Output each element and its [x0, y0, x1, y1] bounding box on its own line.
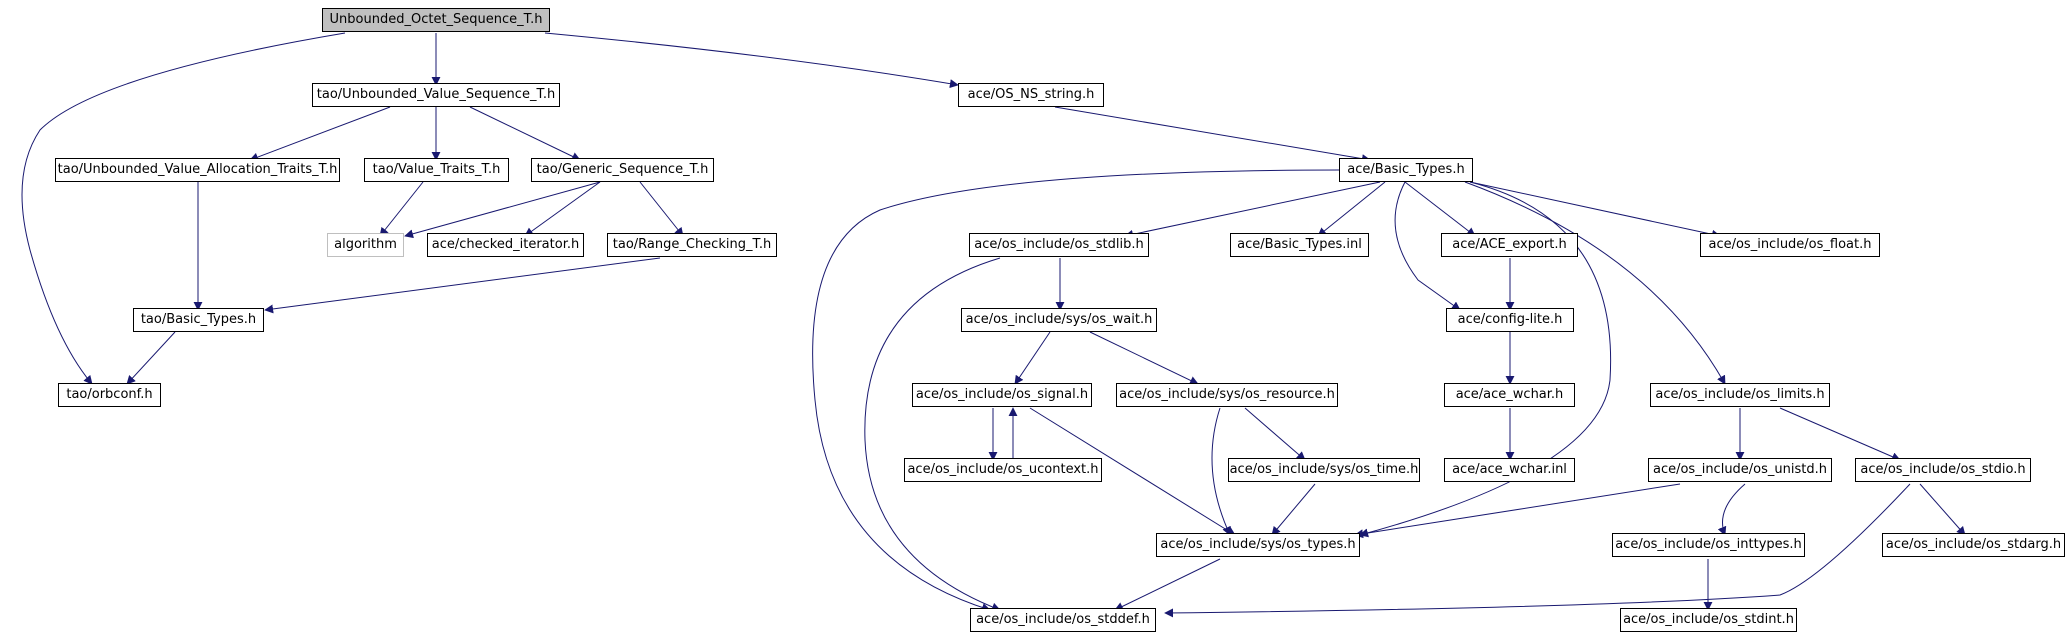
- node-ace-os-types[interactable]: ace/os_include/sys/os_types.h: [1156, 533, 1360, 557]
- edge-basic-types-to-os-stdlib: [1124, 181, 1381, 239]
- node-ace-os-stdlib[interactable]: ace/os_include/os_stdlib.h: [969, 233, 1149, 257]
- edge-root-to-orbconf: [21, 32, 346, 385]
- edge-os-types-to-os-stddef: [1114, 558, 1221, 611]
- edge-os-unistd-to-os-inttypes: [1717, 483, 1746, 536]
- node-ace-os-stdio[interactable]: ace/os_include/os_stdio.h: [1855, 458, 2031, 482]
- edge-basic-types-to-basic-types-inl: [1317, 181, 1386, 237]
- node-ace-os-stdint[interactable]: ace/os_include/os_stdint.h: [1620, 608, 1797, 632]
- edge-os-stdio-to-os-stddef: [1164, 483, 1911, 618]
- edge-range-checking-to-tao-basic-types: [264, 257, 661, 314]
- edge-basic-types-to-ace-export: [1404, 181, 1476, 237]
- edge-uvs-to-generic-sequence: [469, 106, 581, 161]
- node-ace-os-ucontext[interactable]: ace/os_include/os_ucontext.h: [904, 458, 1102, 482]
- edge-os-resource-to-os-types: [1211, 407, 1231, 536]
- edge-os-wait-to-os-signal: [1014, 331, 1051, 385]
- node-tao-generic-sequence[interactable]: tao/Generic_Sequence_T.h: [531, 158, 714, 182]
- node-tao-value-traits[interactable]: tao/Value_Traits_T.h: [364, 158, 509, 182]
- node-tao-range-checking[interactable]: tao/Range_Checking_T.h: [607, 233, 777, 257]
- edge-root-to-os-ns-string: [544, 32, 959, 89]
- edge-os-unistd-to-os-types: [1354, 483, 1681, 539]
- node-ace-os-inttypes[interactable]: ace/os_include/os_inttypes.h: [1612, 533, 1805, 557]
- node-tao-orbconf[interactable]: tao/orbconf.h: [58, 383, 161, 407]
- edge-os-limits-to-os-stdio: [1779, 407, 1901, 461]
- node-ace-os-stddef[interactable]: ace/os_include/os_stddef.h: [970, 608, 1156, 632]
- edge-os-resource-to-os-time: [1244, 407, 1306, 461]
- node-ace-ace-export[interactable]: ace/ACE_export.h: [1441, 233, 1578, 257]
- node-algorithm[interactable]: algorithm: [327, 233, 404, 257]
- edge-os-stdlib-to-os-stddef: [864, 257, 1001, 612]
- node-ace-basic-types-h[interactable]: ace/Basic_Types.h: [1339, 158, 1473, 182]
- edge-os-wait-to-os-resource: [1089, 331, 1199, 385]
- edge-basic-types-to-os-stddef: [812, 169, 1341, 612]
- node-ace-os-resource[interactable]: ace/os_include/sys/os_resource.h: [1116, 383, 1338, 407]
- edge-value-traits-to-algorithm: [379, 181, 424, 237]
- edge-os-time-to-os-types: [1271, 483, 1316, 536]
- node-ace-os-float[interactable]: ace/os_include/os_float.h: [1700, 233, 1880, 257]
- node-ace-ace-wchar-inl[interactable]: ace/ace_wchar.inl: [1444, 458, 1575, 482]
- edge-generic-sequence-to-range-checking: [639, 181, 684, 237]
- edge-os-signal-to-os-types: [1029, 407, 1236, 536]
- node-ace-basic-types-inl[interactable]: ace/Basic_Types.inl: [1230, 233, 1369, 257]
- node-ace-os-time[interactable]: ace/os_include/sys/os_time.h: [1228, 458, 1420, 482]
- node-ace-os-wait[interactable]: ace/os_include/sys/os_wait.h: [961, 308, 1157, 332]
- node-ace-checked-iterator[interactable]: ace/checked_iterator.h: [427, 233, 584, 257]
- edge-basic-types-to-os-float: [1469, 181, 1721, 239]
- node-ace-ace-wchar-h[interactable]: ace/ace_wchar.h: [1444, 383, 1575, 407]
- node-ace-os-ns-string[interactable]: ace/OS_NS_string.h: [958, 83, 1104, 107]
- edge-uvs-to-allocation-traits: [249, 106, 391, 162]
- node-ace-os-unistd[interactable]: ace/os_include/os_unistd.h: [1648, 458, 1832, 482]
- node-ace-os-stdarg[interactable]: ace/os_include/os_stdarg.h: [1882, 533, 2065, 557]
- edge-basic-types-to-os-types: [1359, 181, 1612, 538]
- node-tao-basic-types[interactable]: tao/Basic_Types.h: [133, 308, 264, 332]
- node-tao-unbounded-value-sequence[interactable]: tao/Unbounded_Value_Sequence_T.h: [312, 83, 560, 107]
- edge-basic-types-to-config-lite: [1394, 181, 1461, 311]
- edge-generic-sequence-to-checked-iterator: [524, 181, 601, 237]
- node-ace-os-signal[interactable]: ace/os_include/os_signal.h: [912, 383, 1092, 407]
- node-ace-config-lite[interactable]: ace/config-lite.h: [1446, 308, 1574, 332]
- node-tao-unbounded-value-allocation-traits[interactable]: tao/Unbounded_Value_Allocation_Traits_T.…: [55, 158, 340, 182]
- edge-basic-types-to-os-limits: [1464, 181, 1726, 385]
- edge-tao-basic-types-to-orbconf: [126, 331, 176, 385]
- node-ace-os-limits[interactable]: ace/os_include/os_limits.h: [1650, 383, 1830, 407]
- edge-generic-sequence-to-algorithm: [404, 181, 601, 239]
- edge-os-ns-string-to-basic-types: [1054, 106, 1371, 164]
- edge-os-stdio-to-os-stdarg: [1919, 483, 1966, 536]
- node-root[interactable]: Unbounded_Octet_Sequence_T.h: [322, 8, 550, 32]
